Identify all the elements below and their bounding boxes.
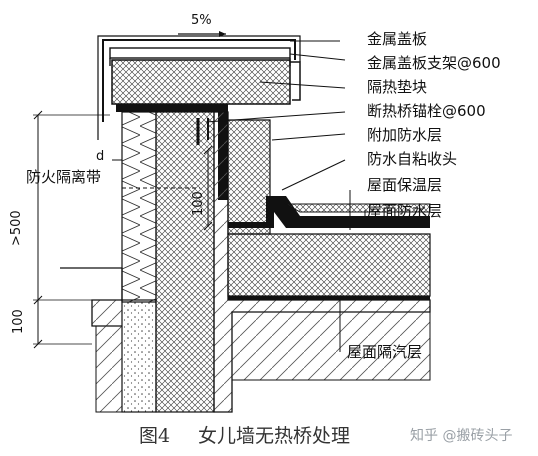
- roof-insulation: [227, 233, 431, 297]
- slope-label: 5%: [191, 13, 212, 28]
- label-metal-cover: 金属盖板: [367, 30, 428, 48]
- label-roof-insulation: 屋面保温层: [367, 176, 443, 194]
- label-thermal-break-anchor: 断热桥锚栓@600: [367, 102, 486, 120]
- label-d: d: [96, 149, 105, 164]
- leader-lines: [205, 40, 366, 352]
- parapet-eps: [155, 111, 215, 413]
- dim-gt500: >500: [9, 210, 24, 246]
- dimension-d: [112, 156, 123, 164]
- dim-100-left: 100: [11, 309, 26, 334]
- label-metal-cover-bracket: 金属盖板支架@600: [367, 54, 501, 72]
- label-roof-vapor-barrier: 屋面隔汽层: [347, 343, 423, 361]
- lower-wall: [60, 267, 123, 413]
- dimension-left: [33, 110, 120, 349]
- dimension-100-mid: [203, 145, 213, 231]
- section-drawing: [33, 31, 431, 413]
- label-additional-waterproof: 附加防水层: [367, 126, 443, 144]
- roof-waterproof: [228, 196, 430, 228]
- concrete-slab: [231, 311, 431, 381]
- metal-cover: [97, 35, 301, 140]
- caption: 图4 女儿墙无热桥处理 知乎 @搬砖头子: [0, 419, 538, 449]
- watermark: 知乎 @搬砖头子: [410, 428, 513, 444]
- label-fire-barrier: 防火隔离带: [26, 168, 102, 186]
- dim-100-mid: 100: [191, 191, 206, 216]
- label-waterproof-end: 防水自粘收头: [367, 150, 458, 168]
- figure-title: 女儿墙无热桥处理: [198, 425, 351, 447]
- upturn-insulation: [227, 119, 271, 235]
- label-roof-waterproof: 屋面防水层: [367, 202, 443, 220]
- roof-vapor-barrier: [228, 296, 430, 300]
- outer-insulation-lower: [121, 299, 157, 413]
- label-insulation-pad: 隔热垫块: [367, 78, 428, 96]
- wall-batt-insulation: [121, 111, 157, 303]
- figure-number: 图4: [139, 425, 171, 447]
